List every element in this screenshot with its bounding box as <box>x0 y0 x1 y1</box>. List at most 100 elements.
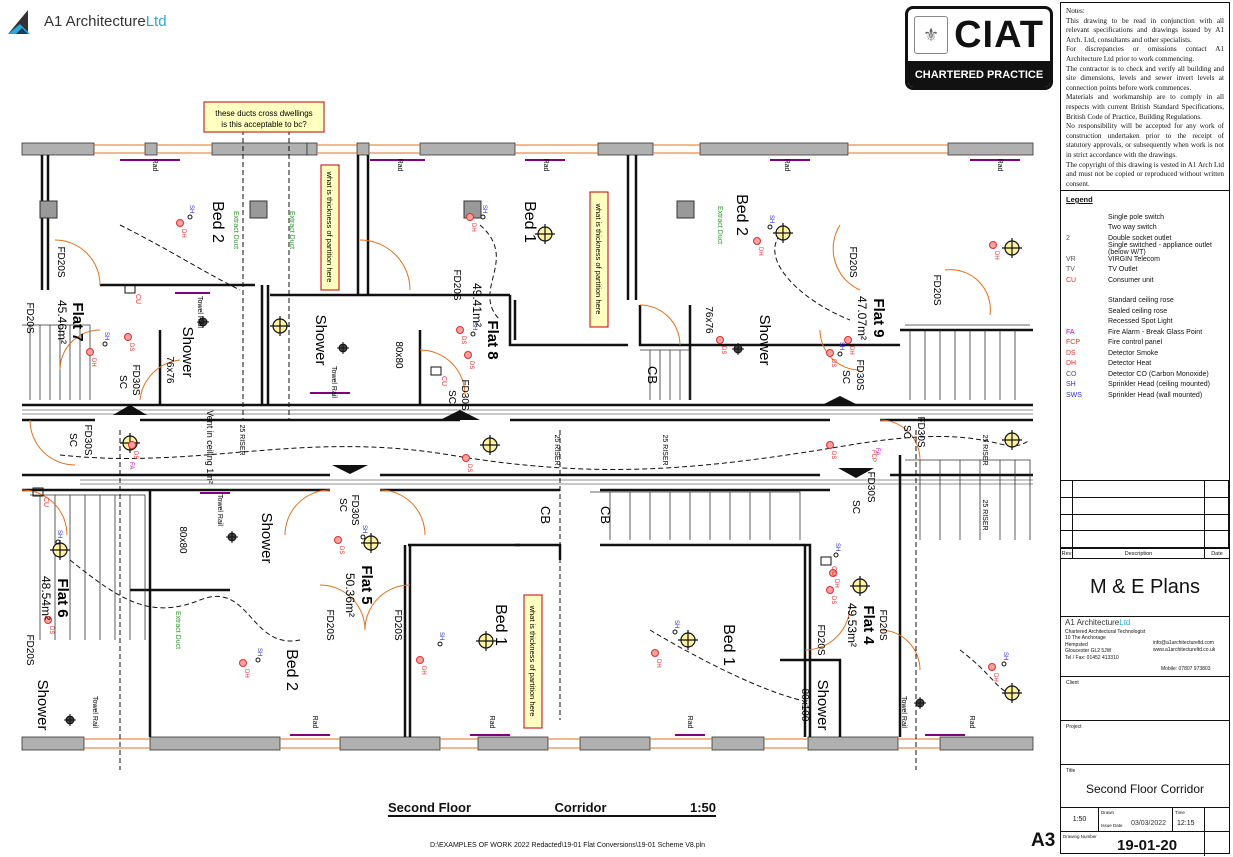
project-label: Project <box>1066 724 1082 730</box>
legend-symbol-icon: SWS <box>1066 391 1082 399</box>
rev-header: Rev <box>1061 549 1073 558</box>
detector-ds-icon <box>826 586 834 594</box>
issue-date-label: Issue Date <box>1101 823 1123 828</box>
consumer-unit-icon <box>124 284 136 294</box>
revision-header: Rev Description Date <box>1061 549 1229 559</box>
company-role: Chartered Architectural Technologist <box>1065 628 1146 635</box>
note: The copyright of this drawing is vested … <box>1066 160 1224 188</box>
flat-name: Flat 5 <box>358 565 375 604</box>
legend-symbol-icon: FA <box>1066 328 1075 336</box>
ceiling-rose-cross <box>361 533 381 553</box>
room-label: Bed 1 <box>720 624 737 666</box>
date-header: Date <box>1211 551 1223 557</box>
rad-label: Rad <box>686 716 693 729</box>
legend-label: Single switched - appliance outlet (belo… <box>1108 241 1212 256</box>
company-mobile: Mobile: 07807 973803 <box>1161 666 1211 672</box>
legend-item: VR VIRGIN Telecom <box>1066 254 1224 265</box>
ceiling-rose-cross <box>535 224 555 244</box>
legend-label: Double socket outlet <box>1108 234 1172 242</box>
detector-ds-icon <box>456 326 464 334</box>
legend-label: Fire control panel <box>1108 339 1163 347</box>
drawing-number-label: Drawing Number <box>1063 834 1097 839</box>
shower-size: 76x76 <box>164 356 175 384</box>
detector-label: DS <box>466 464 472 472</box>
shower-size: 76x76 <box>703 306 714 334</box>
door-label: FD20S <box>392 609 403 640</box>
sprinkler-label: SH <box>673 620 679 628</box>
door-label: FD30S <box>459 379 470 410</box>
room-label: Shower <box>34 680 51 731</box>
door-label: SC <box>337 498 348 512</box>
legend-item: Single pole switch <box>1066 212 1224 223</box>
legend-label: Sprinkler Head (ceiling mounted) <box>1108 381 1210 389</box>
detector-ds-icon <box>334 536 342 544</box>
sprinkler-icon <box>255 657 261 663</box>
detector-dh-icon <box>86 348 94 356</box>
shower-size: 80x80 <box>177 526 188 554</box>
legend-item: Recessed Spot Light <box>1066 317 1224 328</box>
detector-dh-icon <box>988 663 996 671</box>
sprinkler-label: SH <box>103 332 109 340</box>
comment-text: these ducts cross dwellings <box>215 109 312 118</box>
legend-symbol-icon: DH <box>1066 360 1077 368</box>
riser-label: 25 RISER <box>981 499 988 530</box>
company-tel: Tel / Fax: 01452 413310 <box>1065 654 1119 661</box>
detector-ds-icon <box>826 441 834 449</box>
legend-label: Standard ceiling rose <box>1108 297 1174 305</box>
duct-label: Extract Duct <box>288 211 295 249</box>
ciat-tagline: CHARTERED PRACTICE <box>908 61 1050 87</box>
legend-item: Single switched - appliance outlet (belo… <box>1066 241 1224 256</box>
detector-label: DH <box>420 666 426 675</box>
towel-rail-label: Towel Rail <box>196 296 203 328</box>
legend-symbol-icon: TV <box>1066 266 1075 274</box>
drawn-label: Drawn <box>1101 810 1115 815</box>
sealed-rose-cross <box>226 531 238 543</box>
detector-dh-icon <box>651 649 659 657</box>
sealed-rose-cross <box>337 342 349 354</box>
notes-heading: Notes: <box>1066 7 1085 15</box>
room-label: Bed 1 <box>521 201 538 243</box>
legend-label: VIRGIN Telecom <box>1108 255 1160 263</box>
detector-dh-icon <box>844 336 852 344</box>
cu-label: CU <box>134 294 141 304</box>
a1-logo-icon <box>8 10 30 34</box>
legend-symbol-icon: FCP <box>1066 339 1080 347</box>
detector-label: DH <box>90 358 96 367</box>
windows <box>84 144 948 749</box>
door-label: FD20S <box>324 609 335 640</box>
scale-row: 1:50 Drawn Issue Date 03/03/2022 Time 12… <box>1061 808 1229 832</box>
legend-label: Single pole switch <box>1108 213 1165 221</box>
sprinkler-icon <box>480 214 486 220</box>
shower-size: 80x100 <box>799 689 810 722</box>
corridor-arrows <box>113 396 874 478</box>
detector-dh-icon <box>829 569 837 577</box>
detector-label: DH <box>655 659 661 668</box>
legend-symbol-icon: VR <box>1066 255 1076 263</box>
towel-rail-label: Towel Rail <box>91 696 98 728</box>
flat-name: Flat 9 <box>870 298 887 337</box>
ceiling-rose-cross <box>850 576 870 596</box>
detector-dh-icon <box>989 241 997 249</box>
consumer-unit-icon <box>820 556 832 566</box>
sprinkler-label: SH <box>834 543 840 551</box>
door-label: FD20S <box>451 269 462 300</box>
room-label: Shower <box>814 680 831 731</box>
company-logo: A1 ArchitectureLtd <box>6 6 167 36</box>
company-web: www.a1architectureltd.co.uk <box>1153 647 1216 653</box>
door-label: FD30S <box>349 494 360 525</box>
legend-label: Recessed Spot Light <box>1108 318 1173 326</box>
logo-suffix: Ltd <box>145 12 167 30</box>
comment-text: what is thickness of partition here <box>325 171 334 283</box>
door-label: FD30S <box>82 424 93 455</box>
sprinkler-icon <box>672 629 678 635</box>
door-label: FD20S <box>815 624 826 655</box>
room-label: CB <box>538 506 553 524</box>
ceiling-rose-cross <box>773 223 793 243</box>
door-labels: FD20S FD20S FD20S FD20S FD20S FD20S FD20… <box>24 246 942 665</box>
